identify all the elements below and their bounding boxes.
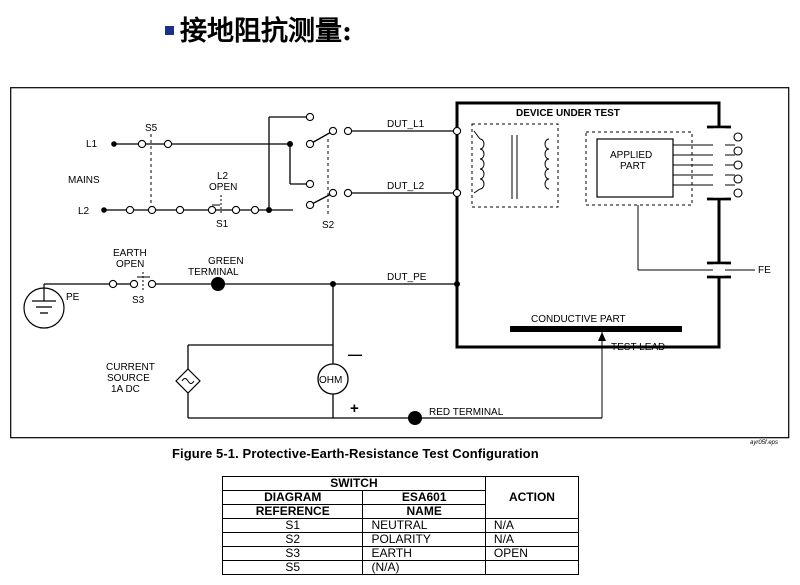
col-header-diagram-1: DIAGRAM: [221, 490, 364, 505]
label-green-terminal-2: TERMINAL: [188, 267, 239, 278]
slide-title-text: 接地阻抗测量:: [180, 15, 352, 47]
label-applied-part-1: APPLIED: [610, 150, 652, 161]
table-row: S1 NEUTRAL N/A: [221, 518, 580, 533]
diagram-frame: [10, 87, 790, 439]
label-earth-open-2: OPEN: [116, 259, 144, 270]
label-fe: FE: [758, 265, 771, 276]
green-terminal-dot: [211, 277, 225, 291]
label-pe: PE: [66, 292, 80, 303]
label-s3: S3: [132, 295, 145, 306]
cell-action: [484, 560, 580, 575]
label-s2: S2: [322, 220, 335, 231]
label-s5: S5: [145, 123, 158, 134]
file-reference: ayr05f.eps: [750, 440, 779, 446]
label-dut-l1: DUT_L1: [387, 119, 425, 130]
cell-action: N/A: [484, 518, 580, 533]
label-l2: L2: [78, 206, 90, 217]
table-group-header: SWITCH: [222, 476, 486, 491]
table-row: S3 EARTH OPEN: [221, 546, 580, 561]
cell-name: (N/A): [362, 560, 486, 575]
label-earth-open-1: EARTH: [113, 248, 147, 259]
cell-ref: S1: [221, 518, 364, 533]
cell-ref: S3: [221, 546, 364, 561]
cell-name: NEUTRAL: [362, 518, 486, 533]
slide-title: 接地阻抗测量:: [165, 8, 352, 48]
circuit-diagram: L1 L2 MAINS S5 L2 OPEN S1 S2 DUT_L1 DUT_…: [10, 87, 790, 439]
label-l1: L1: [86, 139, 98, 150]
label-green-terminal-1: GREEN: [208, 256, 244, 267]
cell-action: OPEN: [484, 546, 580, 561]
cell-ref: S2: [221, 532, 364, 547]
dut-enclosure: [455, 101, 721, 349]
switch-table: SWITCH ACTION DIAGRAM ESA601 REFERENCE N…: [221, 476, 580, 575]
conductive-part-bar: [510, 326, 682, 332]
red-terminal-dot: [408, 411, 422, 425]
figure-caption: Figure 5-1. Protective-Earth-Resistance …: [172, 446, 539, 461]
col-header-esa-2: NAME: [362, 504, 486, 519]
cell-name: EARTH: [362, 546, 486, 561]
label-plus: +: [350, 400, 359, 417]
label-conductive-part: CONDUCTIVE PART: [531, 314, 626, 325]
label-red-terminal: RED TERMINAL: [429, 407, 504, 418]
label-l2-open-2: OPEN: [209, 182, 237, 193]
label-applied-part-2: PART: [620, 161, 646, 172]
cell-name: POLARITY: [362, 532, 486, 547]
label-current-source-1: CURRENT: [106, 362, 155, 373]
table-row: S5 (N/A): [221, 560, 580, 575]
label-l2-open-1: L2: [217, 171, 229, 182]
label-device-under-test: DEVICE UNDER TEST: [516, 108, 620, 119]
col-header-diagram-2: REFERENCE: [221, 504, 364, 519]
col-header-esa-1: ESA601: [362, 490, 486, 505]
label-current-source-2: SOURCE: [107, 373, 150, 384]
cell-ref: S5: [221, 560, 364, 575]
label-current-source-3: 1A DC: [111, 384, 140, 395]
label-ohm: OHM: [319, 375, 342, 386]
label-mains: MAINS: [68, 175, 100, 186]
table-row: S2 POLARITY N/A: [221, 532, 580, 547]
col-header-action: ACTION: [484, 476, 580, 519]
label-test-lead: TEST LEAD: [611, 342, 665, 353]
label-s1: S1: [216, 219, 229, 230]
cell-action: N/A: [484, 532, 580, 547]
label-dut-pe: DUT_PE: [387, 272, 427, 283]
bullet-icon: [165, 25, 174, 35]
label-dut-l2: DUT_L2: [387, 181, 425, 192]
label-minus: —: [348, 346, 362, 362]
